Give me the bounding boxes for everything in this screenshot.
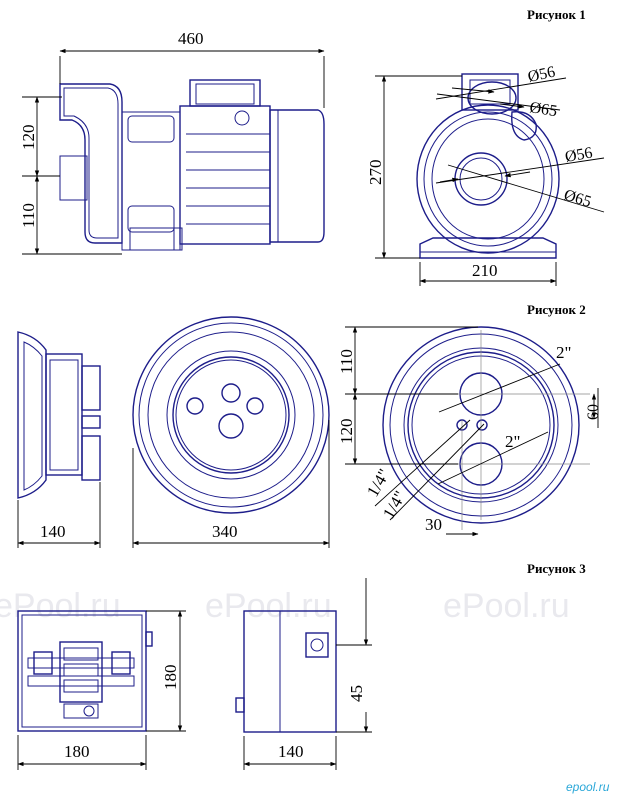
- dim-height-270: 270: [366, 160, 385, 186]
- dim-box-width-180: 180: [64, 742, 90, 761]
- dim-small-thread-2: 1/4": [379, 488, 410, 522]
- fig1-front-dimensions: 270 210 Ø56 Ø65 Ø56 Ø65: [366, 64, 605, 286]
- dim-lower-110: 110: [19, 203, 38, 228]
- fitting-front-view: [132, 316, 330, 514]
- fig3-front-dimensions: 180 180: [17, 610, 186, 770]
- fig2-rear-dimensions: 110 120 2" 2" 60 1/4" 1/4" 30: [337, 326, 602, 537]
- dim-width-210: 210: [472, 261, 498, 280]
- fig2-front-dimensions: 340: [132, 420, 330, 548]
- figure-2-caption: Рисунок 2: [527, 302, 586, 317]
- dim-thread-upper-2in: 2": [556, 343, 571, 362]
- dim-top-port-d56: Ø56: [526, 64, 556, 86]
- dim-length-460: 460: [178, 29, 204, 48]
- dim-depth-140: 140: [40, 522, 66, 541]
- fitting-rear-view: [381, 326, 590, 530]
- dim-front-port-d65: Ø65: [562, 187, 593, 211]
- fig3-side-dimensions: 45 140: [243, 578, 372, 770]
- dim-top-offset-110: 110: [337, 349, 356, 374]
- figure-1-caption: Рисунок 1: [527, 7, 586, 22]
- watermark-group: ePool.ru ePool.ru ePool.ru: [0, 587, 570, 625]
- watermark-right: ePool.ru: [443, 587, 570, 625]
- dim-thread-lower-2in: 2": [505, 432, 520, 451]
- fig1-dimensions: 460 120 110: [19, 29, 325, 255]
- dim-upper-120: 120: [19, 125, 38, 151]
- figure-3-caption: Рисунок 3: [527, 561, 586, 576]
- pump-side-view: [59, 79, 325, 251]
- epool-logo[interactable]: epool.ru: [566, 780, 610, 794]
- control-box-front-view: [17, 610, 153, 732]
- dim-front-port-d56: Ø56: [564, 144, 594, 166]
- dim-port-spacing-60: 60: [585, 404, 602, 420]
- dim-diameter-340: 340: [212, 522, 238, 541]
- dim-box-depth-140: 140: [278, 742, 304, 761]
- dim-mid-offset-120: 120: [337, 419, 356, 445]
- fitting-side-view: [17, 331, 101, 499]
- dim-box-height-180: 180: [161, 665, 180, 691]
- dim-top-port-d65: Ø65: [528, 99, 558, 120]
- watermark-left: ePool.ru: [0, 587, 121, 625]
- dim-side-offset-45: 45: [347, 685, 366, 702]
- fig2-side-dimensions: 140: [17, 482, 101, 548]
- dim-small-offset-30: 30: [425, 515, 442, 534]
- control-box-side-view: [235, 610, 337, 733]
- watermark-center: ePool.ru: [205, 587, 332, 625]
